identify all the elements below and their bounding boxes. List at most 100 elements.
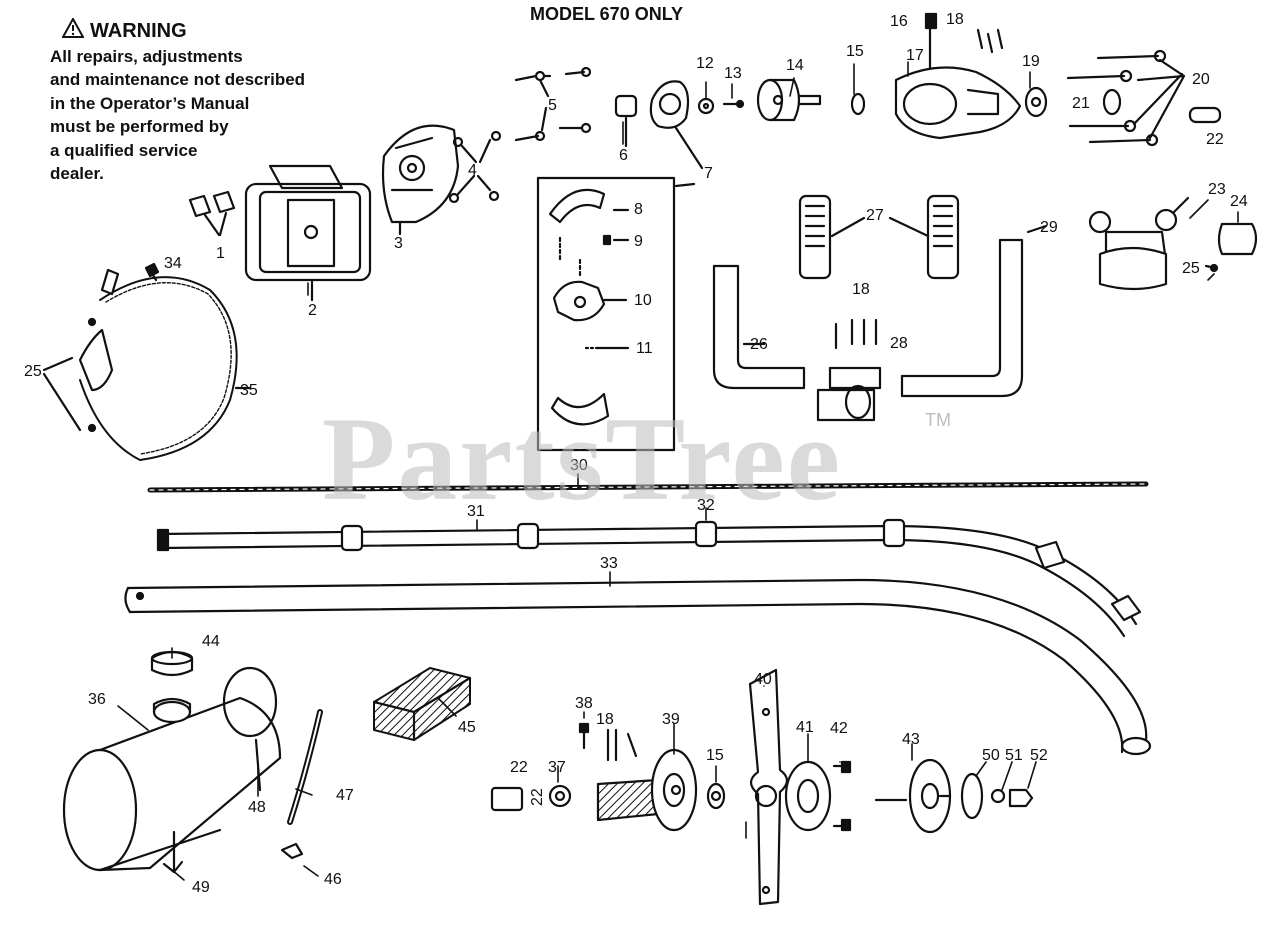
- watermark: PartsTree: [322, 392, 842, 525]
- part-34-35-throttle-cable: [42, 262, 252, 461]
- callout-10: 10: [634, 292, 652, 309]
- callout-33: 33: [600, 555, 618, 572]
- callout-4: 4: [468, 162, 477, 179]
- part-14-drum: [756, 78, 822, 122]
- callout-28: 28: [890, 335, 908, 352]
- part-1-clips: [188, 190, 236, 237]
- callout-2: 2: [308, 302, 317, 319]
- part-26-handle-tube: [712, 264, 806, 390]
- callout-30: 30: [570, 457, 588, 474]
- callout-15: 15: [846, 43, 864, 60]
- callout-16: 16: [890, 13, 908, 30]
- callout-19: 19: [1022, 53, 1040, 70]
- callout-17: 17: [906, 47, 924, 64]
- part-31-outer-tube: [156, 518, 1142, 638]
- part-43-hub: [874, 758, 952, 834]
- part-24-cap: [1217, 222, 1258, 256]
- callout-22: 22: [1206, 131, 1224, 148]
- callout-25: 25: [1182, 260, 1200, 277]
- callout-52: 52: [1030, 747, 1048, 764]
- part-2-air-filter: [244, 164, 372, 302]
- warning-line-2: and maintenance not described: [50, 70, 306, 89]
- callout-23: 23: [1208, 181, 1226, 198]
- warning-title: WARNING: [90, 19, 187, 42]
- part-41-42: [784, 760, 852, 832]
- callout-13: 13: [724, 65, 742, 82]
- warning-line-1: All repairs, adjustments: [50, 46, 243, 66]
- callout-34: 34: [164, 255, 182, 272]
- part-4-washers: [448, 130, 502, 204]
- callout-18-low: 18: [596, 711, 614, 728]
- warning-line-4: must be performed by: [50, 117, 229, 136]
- callout-12: 12: [696, 55, 714, 72]
- callout-6: 6: [619, 147, 628, 164]
- callout-27: 27: [866, 207, 884, 224]
- part-7-clutch: [536, 80, 704, 452]
- callout-47: 47: [336, 787, 354, 804]
- watermark-tm: TM: [925, 410, 951, 430]
- callout-3: 3: [394, 235, 403, 252]
- callout-49: 49: [192, 879, 210, 896]
- part-29-handle-tube: [900, 224, 1048, 398]
- part-25-screw: [1204, 263, 1219, 273]
- callout-37: 37: [548, 759, 566, 776]
- part-15-washer: [850, 92, 866, 116]
- callout-11: 11: [636, 340, 653, 357]
- callout-8: 8: [634, 201, 643, 218]
- warning-line-6: dealer.: [50, 164, 104, 183]
- callout-22-rot: 22: [529, 788, 546, 806]
- part-23-clamp: [1088, 196, 1190, 291]
- leader-lines: [117, 61, 1239, 881]
- callout-24: 24: [1230, 193, 1248, 210]
- warning-heading: WARNING: [61, 16, 370, 45]
- callout-25-left: 25: [24, 363, 42, 380]
- part-5-screws: [514, 66, 592, 142]
- part-3-cover: [381, 124, 460, 236]
- model-note: MODEL 670 ONLY: [530, 4, 684, 24]
- callout-18: 18: [946, 11, 964, 28]
- callout-7: 7: [704, 165, 713, 182]
- callout-1: 1: [216, 245, 225, 262]
- part-12-13: [697, 97, 745, 115]
- part-46-47-49: [162, 709, 323, 874]
- callout-44: 44: [202, 633, 220, 650]
- warning-box: WARNING All repairs, adjustments and mai…: [50, 16, 370, 186]
- callout-22-low: 22: [510, 759, 528, 776]
- callout-15-low: 15: [706, 747, 724, 764]
- callout-48: 48: [248, 799, 266, 816]
- callout-51: 51: [1005, 747, 1023, 764]
- part-48-ring: [254, 738, 262, 792]
- callout-numbers: 1 2 3 4 5 6 7 8 9 10 11 12 13 14 15 16 1…: [24, 11, 1248, 896]
- part-15-lower-washer: [706, 782, 726, 810]
- callout-26: 26: [750, 336, 768, 353]
- warning-line-5: a qualified service: [50, 140, 198, 160]
- callout-35: 35: [240, 382, 258, 399]
- callout-39: 39: [662, 711, 680, 728]
- callout-18-mid: 18: [852, 281, 870, 298]
- part-28-handle-clamp: [816, 318, 882, 422]
- part-19-nut: [1024, 86, 1048, 118]
- part-27-grips: [798, 194, 960, 280]
- part-30-drive-cable: [147, 481, 1149, 493]
- callout-5: 5: [548, 97, 557, 114]
- callout-40: 40: [754, 671, 772, 688]
- part-lower-gearhead: [490, 722, 698, 832]
- part-50-51-52: [960, 772, 1034, 820]
- callout-36: 36: [88, 691, 106, 708]
- callout-20: 20: [1192, 71, 1210, 88]
- callout-32: 32: [697, 497, 715, 514]
- part-45-foam: [372, 667, 472, 742]
- part-36-fuel-tank: [62, 666, 282, 872]
- part-40-blade: [748, 668, 789, 906]
- part-33-main-tube: [124, 578, 1152, 756]
- callout-31: 31: [467, 503, 485, 520]
- callout-38: 38: [575, 695, 593, 712]
- callout-14: 14: [786, 57, 804, 74]
- warning-triangle-icon: [61, 16, 85, 45]
- callout-45: 45: [458, 719, 476, 736]
- part-21-22: [1102, 88, 1222, 124]
- callout-42: 42: [830, 720, 848, 737]
- callout-41: 41: [796, 719, 814, 736]
